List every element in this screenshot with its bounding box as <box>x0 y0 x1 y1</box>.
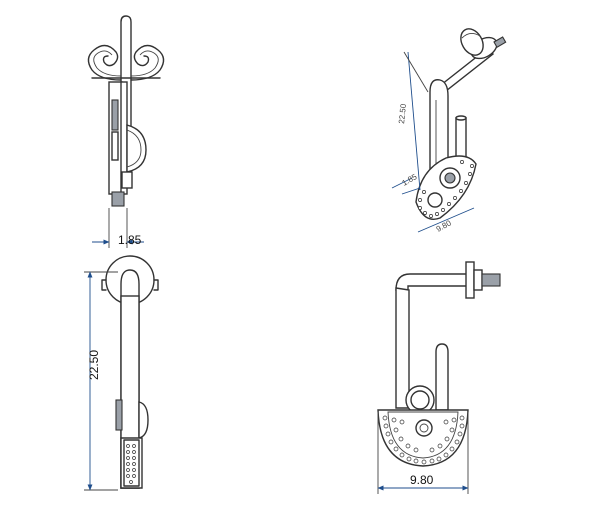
side-view: 1.85 <box>87 15 165 248</box>
profile-pave-dots <box>382 415 465 465</box>
dimension-iso-height: 22.50 <box>397 103 408 124</box>
front-view-pave-dots <box>126 444 136 484</box>
side-view-setting <box>126 124 147 173</box>
isometric-view: 22.50 1.85 9.80 <box>391 28 507 234</box>
isometric-pave-dots <box>418 160 474 218</box>
dimension-front-height: 22.50 <box>87 350 101 380</box>
dimension-front-width: 9.80 <box>410 473 434 487</box>
front-view: 22.50 <box>84 255 159 491</box>
dimension-iso-width: 9.80 <box>435 218 453 234</box>
dimension-iso-depth: 1.85 <box>401 172 419 188</box>
dimension-side-width: 1.85 <box>118 233 142 247</box>
side-view-post <box>120 15 132 179</box>
profile-view: 9.80 <box>377 261 501 494</box>
side-view-butterfly-back <box>87 44 165 81</box>
